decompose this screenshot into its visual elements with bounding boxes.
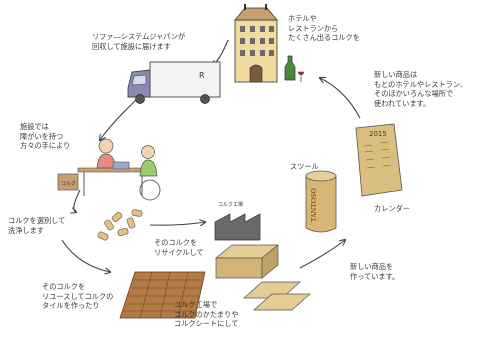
- label-line: コルクのかたまりや: [174, 309, 239, 319]
- label-recycle: そのコルクを リサイクルして: [154, 238, 204, 257]
- label-line: ホテルや: [288, 14, 317, 23]
- arrow-truck-to-facility: [100, 97, 139, 140]
- label-line: コルクを選別して: [8, 216, 66, 225]
- arrow-products-to-hotel: [320, 78, 361, 119]
- label-line: 作っています。: [350, 271, 400, 281]
- label-line: 使われています。: [374, 98, 431, 108]
- label-line: コルクシートにして: [174, 319, 239, 329]
- label-facility: 施設では 障がいを持つ 方々の手により: [20, 122, 70, 151]
- label-line: 施設では: [20, 122, 49, 131]
- cork-calendar-illustration: 2015: [355, 123, 403, 197]
- label-reuse-tiles: そのコルクを リユースしてコルクの タイルを作ったり: [42, 282, 113, 311]
- cork-tiles-illustration: [119, 271, 206, 319]
- label-new-products-used: 新しい商品は もとのホテルやレストラン、 そのほかいろんな場所で 使われています…: [374, 70, 467, 108]
- label-calendar: カレンダー: [374, 204, 410, 214]
- label-line: カレンダー: [374, 204, 410, 213]
- cycle-arrows: [61, 39, 361, 272]
- cork-block-illustration: [215, 244, 279, 279]
- arrow-sorting-to-factory: [149, 222, 205, 225]
- label-line: レストランから: [288, 23, 339, 33]
- cork-box-label: コルク: [61, 181, 76, 187]
- label-line: 新しい商品は: [374, 70, 418, 79]
- cork-stool-illustration: TANTOSO: [305, 170, 337, 233]
- label-line: たくさん出るコルクを: [288, 33, 360, 43]
- label-new-products-made: 新しい商品を 作っています。: [350, 262, 399, 281]
- label-line: 洗浄します: [8, 225, 44, 235]
- label-line: 回収して施設に届けます: [92, 41, 171, 51]
- label-factory: コルク工場で コルクのかたまりや コルクシートにして: [174, 300, 238, 329]
- label-truck-collection: リファ―システムジャパンが 回収して施設に届けます: [92, 32, 185, 51]
- label-stool: スツール: [290, 162, 319, 172]
- cork-factory-illustration: コルク工場: [214, 201, 261, 241]
- calendar-year: 2015: [369, 130, 387, 138]
- collection-truck-illustration: R: [127, 61, 221, 104]
- label-line: そのコルクを: [154, 238, 198, 247]
- factory-sign: コルク工場: [218, 201, 243, 208]
- label-line: そのほかいろんな場所で: [374, 89, 454, 99]
- truck-logo-letter: R: [199, 71, 205, 80]
- hotel-building-illustration: [234, 4, 278, 83]
- label-line: スツール: [290, 162, 319, 171]
- facility-workers-illustration: コルク: [57, 138, 161, 201]
- wine-bottle-glass-illustration: [284, 55, 305, 82]
- label-line: コルク工場で: [174, 300, 218, 309]
- arrow-facility-to-sorting: [74, 189, 81, 212]
- label-sort-wash: コルクを選別して 洗浄します: [8, 216, 65, 235]
- loose-corks-illustration: [97, 209, 143, 241]
- label-hotel-restaurant: ホテルや レストランから たくさん出るコルクを: [288, 14, 360, 43]
- arrow-factory-to-products: [299, 240, 345, 269]
- label-line: タイルを作ったり: [42, 301, 100, 311]
- label-line: 障がいを持つ: [20, 131, 64, 141]
- arrow-sorting-to-tiles: [61, 239, 110, 272]
- label-line: そのコルクを: [42, 282, 86, 291]
- label-line: リファ―システムジャパンが: [92, 32, 186, 41]
- cork-sheets-illustration: [243, 281, 311, 311]
- label-line: 新しい商品を: [350, 262, 394, 271]
- label-line: 方々の手により: [20, 141, 71, 151]
- label-line: リユースしてコルクの: [42, 291, 114, 301]
- label-line: もとのホテルやレストラン、: [374, 79, 467, 89]
- label-line: リサイクルして: [154, 247, 204, 257]
- stool-brand: TANTOSO: [310, 188, 318, 222]
